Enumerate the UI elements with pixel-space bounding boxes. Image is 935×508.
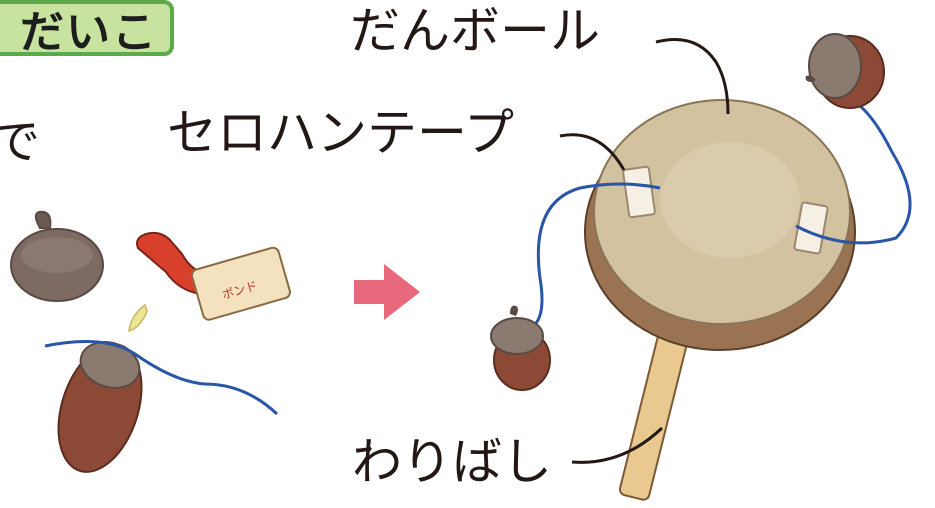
string-icon [509,182,661,333]
glue-bottle-icon: ボンド [128,231,291,333]
tape-icon [622,165,656,219]
string-icon [44,340,279,416]
leader-line [655,38,730,115]
label-cardboard: だんボール [350,2,600,60]
drum-icon [584,99,856,351]
section-title: だいこ [20,7,158,58]
acorn-icon [57,341,143,473]
acorn-icon [805,33,885,109]
chopstick-icon [618,319,692,501]
label-chopsticks: わりばし [352,433,552,491]
instruction-text-fragment: で [0,114,41,170]
arrow-right-icon [354,264,420,320]
leader-line [571,426,664,464]
leader-line [559,133,626,171]
string-icon [795,98,912,245]
acorn-icon [490,305,551,391]
section-title-badge: だいこ [0,0,174,58]
label-tape: セロハンテープ [167,104,514,162]
acorn-icon [10,210,104,302]
